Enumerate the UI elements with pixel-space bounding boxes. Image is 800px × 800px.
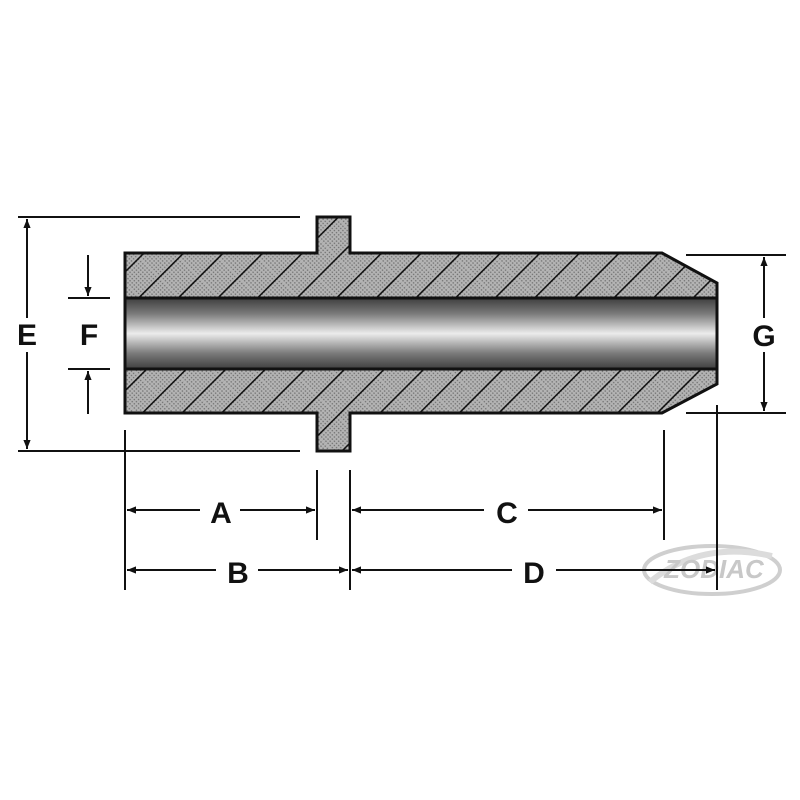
dimension-e: E <box>17 219 37 449</box>
dimension-a: A <box>127 497 315 530</box>
extension-lines <box>18 216 786 590</box>
dimension-d-label: D <box>523 557 545 590</box>
center-bore <box>123 296 719 371</box>
upper-wall-section <box>123 215 719 300</box>
dimension-e-label: E <box>17 319 37 352</box>
dimension-c-label: C <box>496 497 518 530</box>
dimension-b-label: B <box>227 557 249 590</box>
dimension-g-label: G <box>752 320 775 353</box>
lower-wall-section <box>123 367 719 453</box>
dimension-b: B <box>127 557 348 590</box>
dimension-a-label: A <box>210 497 232 530</box>
dimension-g: G <box>752 257 776 411</box>
dimension-f: F <box>80 255 98 414</box>
dimension-c: C <box>352 497 662 530</box>
dimension-f-label: F <box>80 319 98 352</box>
logo-swoosh <box>648 548 773 585</box>
dimension-d: D <box>352 557 715 590</box>
